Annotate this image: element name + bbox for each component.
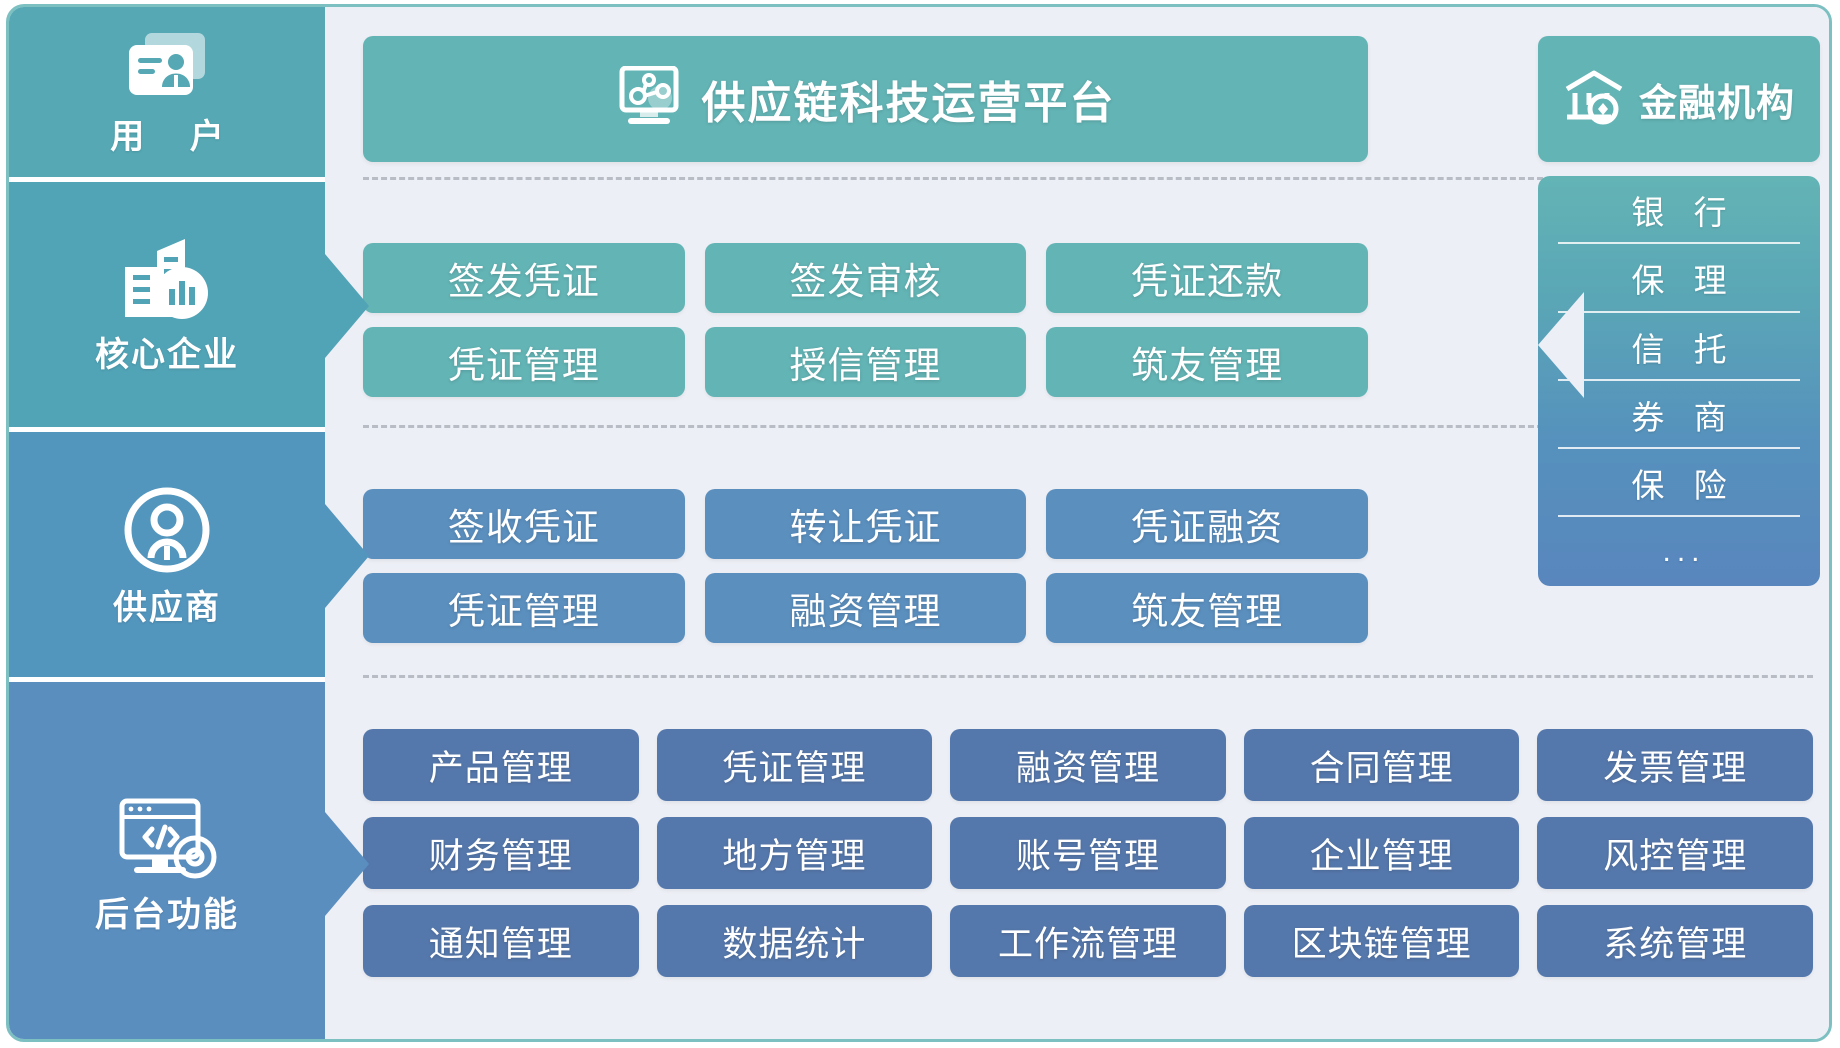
id-card-icon bbox=[121, 31, 213, 110]
tile-supplier-4[interactable]: 融资管理 bbox=[704, 573, 1027, 643]
tile-backend-6[interactable]: 地方管理 bbox=[656, 817, 933, 889]
diagram-stage: 供应链科技运营平台 金融机构 银 行 保 理 信 托 券 bbox=[325, 7, 1829, 1039]
flow-arrow-core-enterprise bbox=[325, 254, 369, 358]
platform-title-banner: 供应链科技运营平台 bbox=[363, 36, 1368, 162]
tile-supplier-1[interactable]: 转让凭证 bbox=[704, 489, 1027, 559]
backend-function-tiles: 产品管理 凭证管理 融资管理 合同管理 发票管理 财务管理 地方管理 账号管理 … bbox=[363, 729, 1813, 977]
sidebar-item-label: 用 户 bbox=[110, 117, 242, 156]
list-item[interactable]: 信 托 bbox=[1538, 313, 1820, 382]
sidebar-item-backend[interactable]: 后台功能 bbox=[9, 682, 369, 1039]
list-item[interactable]: 保 险 bbox=[1538, 449, 1820, 518]
section-separator-1 bbox=[363, 177, 1543, 180]
list-item[interactable]: 券 商 bbox=[1538, 381, 1820, 450]
list-item-more[interactable]: ... bbox=[1662, 534, 1706, 568]
flow-arrow-financial bbox=[1538, 292, 1584, 398]
tile-core-0[interactable]: 签发凭证 bbox=[363, 243, 685, 313]
tile-core-2[interactable]: 凭证还款 bbox=[1046, 243, 1368, 313]
tile-backend-13[interactable]: 区块链管理 bbox=[1243, 905, 1520, 977]
tile-backend-8[interactable]: 企业管理 bbox=[1243, 817, 1520, 889]
tile-backend-4[interactable]: 发票管理 bbox=[1537, 729, 1813, 801]
tile-backend-1[interactable]: 凭证管理 bbox=[656, 729, 933, 801]
financial-institutions-list: 银 行 保 理 信 托 券 商 保 险 ... bbox=[1538, 176, 1820, 586]
section-separator-2 bbox=[363, 425, 1543, 428]
bank-coin-icon bbox=[1563, 69, 1625, 130]
building-chart-icon bbox=[119, 237, 215, 328]
financial-institutions-title: 金融机构 bbox=[1638, 82, 1795, 125]
tile-backend-12[interactable]: 工作流管理 bbox=[950, 905, 1226, 977]
sidebar-item-core-enterprise[interactable]: 核心企业 bbox=[9, 182, 369, 427]
tile-supplier-5[interactable]: 筑友管理 bbox=[1046, 573, 1368, 643]
tile-backend-3[interactable]: 合同管理 bbox=[1243, 729, 1520, 801]
monitor-code-gear-icon bbox=[114, 795, 220, 888]
tile-backend-7[interactable]: 账号管理 bbox=[950, 817, 1226, 889]
tile-backend-10[interactable]: 通知管理 bbox=[363, 905, 639, 977]
tile-core-4[interactable]: 授信管理 bbox=[704, 327, 1027, 397]
person-circle-icon bbox=[121, 484, 213, 581]
supplier-tiles: 签收凭证 转让凭证 凭证融资 凭证管理 融资管理 筑友管理 bbox=[363, 489, 1368, 643]
section-separator-3 bbox=[363, 675, 1813, 678]
tile-core-5[interactable]: 筑友管理 bbox=[1046, 327, 1368, 397]
tile-backend-2[interactable]: 融资管理 bbox=[950, 729, 1226, 801]
flow-arrow-supplier bbox=[325, 504, 369, 608]
core-enterprise-tiles: 签发凭证 签发审核 凭证还款 凭证管理 授信管理 筑友管理 bbox=[363, 243, 1368, 397]
sidebar-item-label: 后台功能 bbox=[95, 896, 239, 934]
sidebar-divider bbox=[9, 177, 325, 182]
flow-arrow-backend bbox=[325, 812, 369, 916]
tile-backend-9[interactable]: 风控管理 bbox=[1537, 817, 1813, 889]
list-item[interactable]: 保 理 bbox=[1538, 244, 1820, 313]
sidebar-divider bbox=[9, 677, 325, 682]
list-item[interactable]: 银 行 bbox=[1538, 176, 1820, 245]
sidebar-item-user[interactable]: 用 户 bbox=[9, 7, 325, 177]
sidebar-item-label: 核心企业 bbox=[95, 336, 239, 374]
sidebar-divider bbox=[9, 427, 325, 432]
tile-backend-14[interactable]: 系统管理 bbox=[1537, 905, 1813, 977]
sidebar-item-supplier[interactable]: 供应商 bbox=[9, 432, 369, 677]
tile-supplier-2[interactable]: 凭证融资 bbox=[1046, 489, 1368, 559]
tile-backend-11[interactable]: 数据统计 bbox=[656, 905, 933, 977]
role-sidebar: 用 户 bbox=[9, 7, 369, 1039]
tile-supplier-3[interactable]: 凭证管理 bbox=[363, 573, 685, 643]
tile-backend-5[interactable]: 财务管理 bbox=[363, 817, 639, 889]
page-title: 供应链科技运营平台 bbox=[701, 79, 1116, 128]
tile-core-1[interactable]: 签发审核 bbox=[704, 243, 1027, 313]
tile-supplier-0[interactable]: 签收凭证 bbox=[363, 489, 685, 559]
tile-core-3[interactable]: 凭证管理 bbox=[363, 327, 685, 397]
sidebar-item-label: 供应商 bbox=[113, 589, 221, 627]
financial-institutions-header: 金融机构 bbox=[1538, 36, 1820, 162]
diagram-frame: 用 户 bbox=[6, 4, 1832, 1042]
tile-backend-0[interactable]: 产品管理 bbox=[363, 729, 639, 801]
monitor-network-icon bbox=[616, 65, 682, 133]
